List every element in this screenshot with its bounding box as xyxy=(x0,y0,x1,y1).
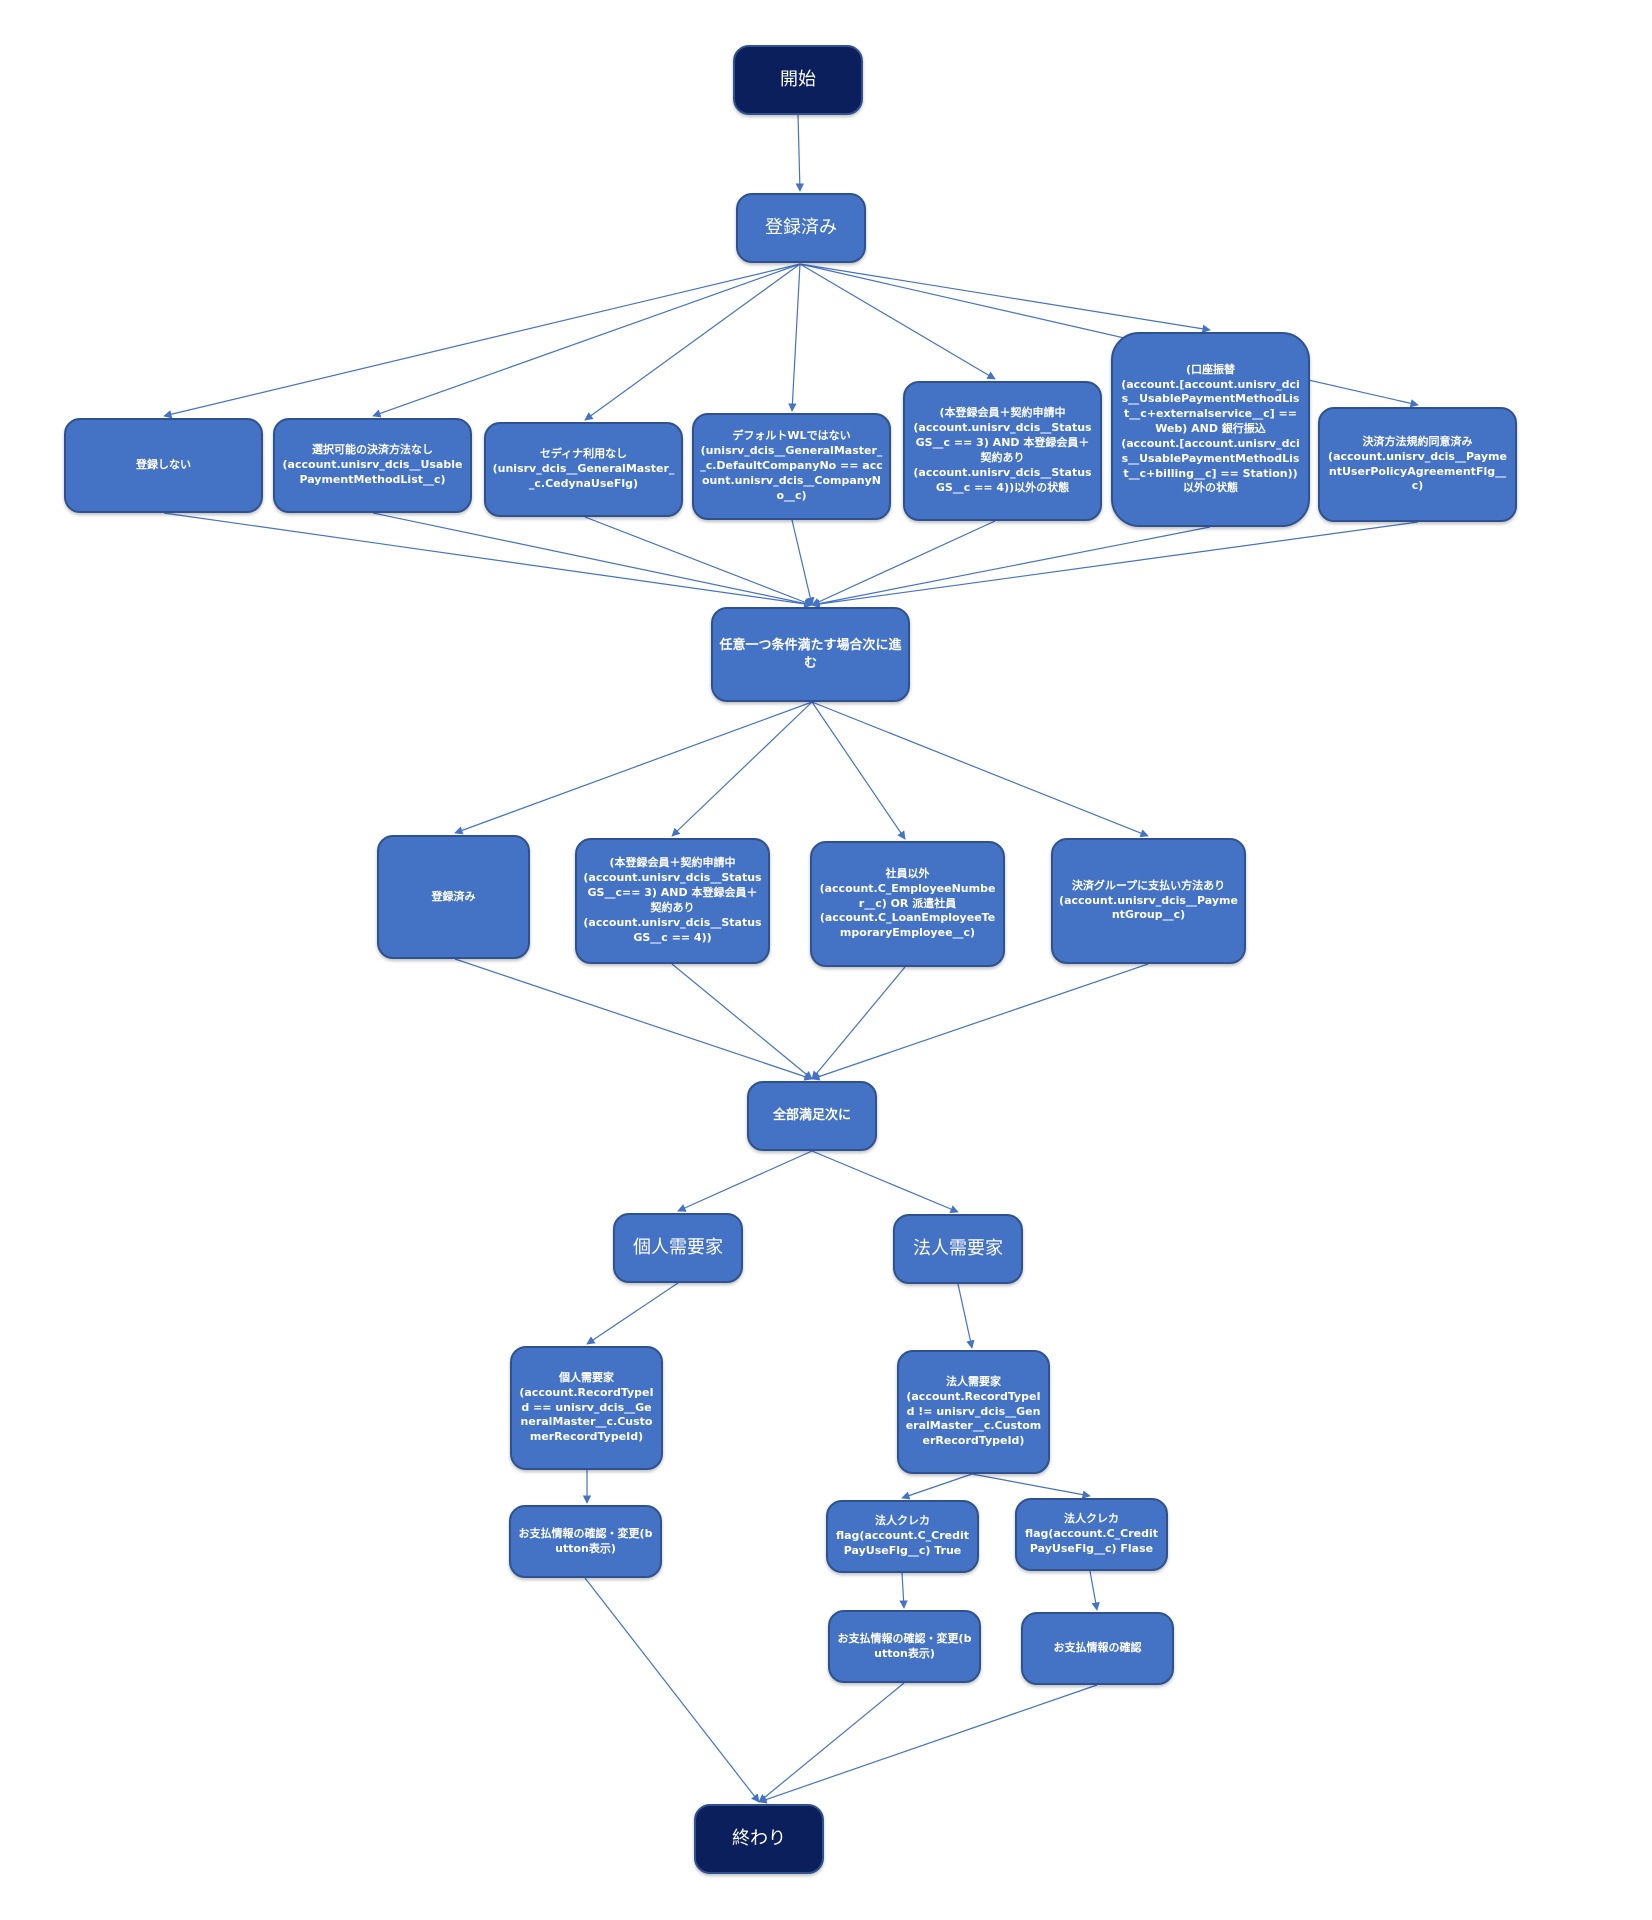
condition-label: 選択可能の決済方法なし (account.unisrv_dcis__Usable… xyxy=(282,443,463,486)
connector-arrow xyxy=(163,512,813,609)
requirement-label: 社員以外 (account.C_EmployeeNumber__c) OR 派遣… xyxy=(819,866,996,940)
connector-arrow xyxy=(671,963,813,1080)
individual-record-type-label: 個人需要家 (account.RecordTypeId == unisrv_dc… xyxy=(519,1370,654,1444)
corporate-payment-confirm-node: お支払情報の確認 xyxy=(1021,1612,1174,1685)
end-label: 終わり xyxy=(732,1827,786,1849)
individual-customer-label: 個人需要家 xyxy=(633,1236,723,1258)
connector-arrow xyxy=(811,1150,959,1213)
all-satisfied-node: 全部満足次に xyxy=(747,1081,877,1151)
registered-node: 登録済み xyxy=(736,193,866,263)
connector-arrow xyxy=(811,701,1149,838)
corporate-record-type-node: 法人需要家 (account.RecordTypeId != unisrv_dc… xyxy=(897,1350,1050,1474)
end-node: 終わり xyxy=(694,1804,824,1874)
connector-arrow xyxy=(799,263,1419,408)
connector-arrow xyxy=(454,958,813,1081)
connector-arrow xyxy=(799,263,1211,333)
connector-arrow xyxy=(795,114,804,192)
connector-arrow xyxy=(971,1473,1091,1499)
any-condition-label: 任意一つ条件満たす場合次に進む xyxy=(719,637,902,671)
payment-confirm-label: お支払情報の確認・変更(button表示) xyxy=(837,1631,972,1660)
connector-arrow xyxy=(791,519,815,606)
corporate-customer-label: 法人需要家 xyxy=(913,1237,1003,1259)
connector-arrow xyxy=(811,521,1419,609)
condition-label: (口座振替 (account.[account.unisrv_dcis__Usa… xyxy=(1121,362,1300,495)
requirement-non-employee: 社員以外 (account.C_EmployeeNumber__c) OR 派遣… xyxy=(810,841,1005,967)
corporate-credit-false-node: 法人クレカ flag(account.C_CreditPayUseFlg__c)… xyxy=(1015,1498,1168,1571)
connector-arrow xyxy=(811,520,996,606)
connector-arrow xyxy=(811,963,1149,1081)
payment-confirm-label: お支払情報の確認・変更(button表示) xyxy=(518,1526,653,1555)
connector-arrow xyxy=(758,1684,1098,1804)
connector-arrow xyxy=(584,1577,760,1803)
requirement-registered: 登録済み xyxy=(377,835,530,959)
connector-arrow xyxy=(677,1150,813,1212)
connector-arrow xyxy=(899,1572,908,1609)
condition-label: セディナ利用なし (unisrv_dcis__GeneralMaster__c.… xyxy=(492,447,675,490)
requirement-status-gs: (本登録会員＋契約申請中 (account.unisrv_dcis__Statu… xyxy=(575,838,770,964)
credit-flag-label: 法人クレカ flag(account.C_CreditPayUseFlg__c)… xyxy=(1024,1512,1159,1555)
registered-label: 登録済み xyxy=(765,216,837,238)
connector-arrow xyxy=(811,966,906,1080)
condition-status-gs: (本登録会員＋契約申請中 (account.unisrv_dcis__Statu… xyxy=(903,381,1102,521)
corporate-customer-node: 法人需要家 xyxy=(893,1214,1023,1284)
payment-confirm-label: お支払情報の確認 xyxy=(1053,1641,1142,1655)
condition-label: 登録しない xyxy=(136,458,191,472)
requirement-label: (本登録会員＋契約申請中 (account.unisrv_dcis__Statu… xyxy=(583,856,762,944)
condition-not-registered: 登録しない xyxy=(64,418,263,513)
connector-arrow xyxy=(811,701,906,840)
requirement-label: 決済グループに支払い方法あり (account.unisrv_dcis__Pay… xyxy=(1059,878,1238,922)
corporate-record-type-label: 法人需要家 (account.RecordTypeId != unisrv_dc… xyxy=(905,1374,1042,1448)
requirement-payment-group: 決済グループに支払い方法あり (account.unisrv_dcis__Pay… xyxy=(1051,838,1246,964)
connector-arrow xyxy=(758,1682,905,1803)
connector-arrow xyxy=(372,263,801,418)
start-label: 開始 xyxy=(780,68,816,90)
connector-arrow xyxy=(584,263,801,421)
condition-no-cedyna: セディナ利用なし (unisrv_dcis__GeneralMaster__c.… xyxy=(484,422,683,517)
individual-payment-confirm-node: お支払情報の確認・変更(button表示) xyxy=(509,1505,662,1578)
connector-arrow xyxy=(586,1282,679,1345)
condition-label: デフォルトWLではない (unisrv_dcis__GeneralMaster_… xyxy=(700,429,883,502)
connector-arrow xyxy=(901,1473,973,1500)
connector-arrow xyxy=(372,512,813,608)
connector-arrow xyxy=(957,1283,975,1349)
all-satisfied-label: 全部満足次に xyxy=(772,1108,851,1124)
connector-arrow xyxy=(1089,1570,1100,1611)
connector-arrow xyxy=(584,516,813,607)
individual-record-type-node: 個人需要家 (account.RecordTypeId == unisrv_dc… xyxy=(510,1346,663,1470)
start-node: 開始 xyxy=(733,45,863,115)
connector-arrow xyxy=(788,263,801,412)
corporate-payment-confirm-change-node: お支払情報の確認・変更(button表示) xyxy=(828,1610,981,1683)
condition-payment-method-state: (口座振替 (account.[account.unisrv_dcis__Usa… xyxy=(1111,332,1310,527)
condition-no-payment-method: 選択可能の決済方法なし (account.unisrv_dcis__Usable… xyxy=(273,418,472,513)
connector-arrow xyxy=(799,263,996,380)
connector-arrow xyxy=(163,263,801,419)
connector-arrow xyxy=(454,701,813,835)
credit-flag-label: 法人クレカ flag(account.C_CreditPayUseFlg__c)… xyxy=(835,1514,970,1557)
condition-label: 決済方法規約同意済み (account.unisrv_dcis__Payment… xyxy=(1328,434,1507,493)
connector-arrow xyxy=(811,526,1211,608)
individual-customer-node: 個人需要家 xyxy=(613,1213,743,1283)
condition-policy-agreed: 決済方法規約同意済み (account.unisrv_dcis__Payment… xyxy=(1318,407,1517,522)
requirement-label: 登録済み xyxy=(431,889,476,903)
condition-not-default-wl: デフォルトWLではない (unisrv_dcis__GeneralMaster_… xyxy=(692,413,891,520)
connector-arrow xyxy=(671,701,813,837)
condition-label: (本登録会員＋契約申請中 (account.unisrv_dcis__Statu… xyxy=(913,406,1092,494)
any-condition-node: 任意一つ条件満たす場合次に進む xyxy=(711,607,910,702)
corporate-credit-true-node: 法人クレカ flag(account.C_CreditPayUseFlg__c)… xyxy=(826,1500,979,1573)
